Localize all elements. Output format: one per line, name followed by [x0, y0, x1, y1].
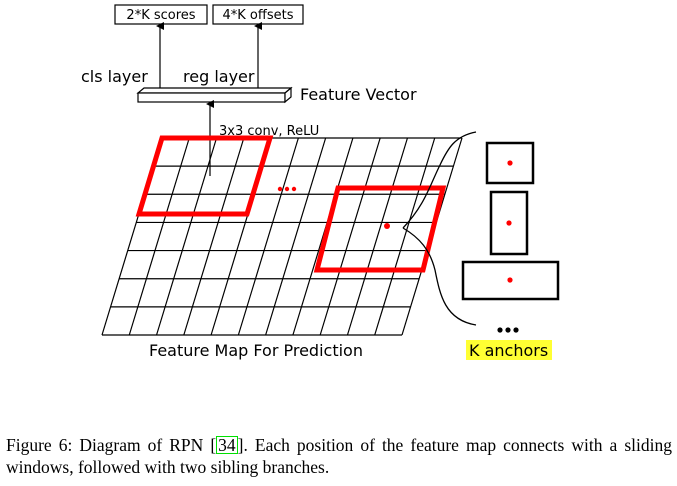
caption-prefix: Figure 6: Diagram of RPN [: [6, 435, 217, 455]
anchor-ellipsis: [497, 327, 519, 333]
citation-link[interactable]: 34: [216, 435, 238, 455]
grid-line-vertical: [237, 137, 299, 336]
scores-label: 2*K scores: [126, 8, 195, 23]
grid-line-vertical: [346, 137, 409, 336]
sliding-window-2: [313, 185, 447, 273]
figure-caption: Figure 6: Diagram of RPN [34]. Each posi…: [6, 434, 672, 478]
anchor-tall: [489, 190, 529, 256]
feature-map-grid: [101, 137, 463, 336]
offsets-box: 4*K offsets: [212, 4, 304, 25]
feature-map-label: Feature Map For Prediction: [149, 341, 363, 360]
grid-line-vertical: [155, 137, 218, 336]
window-center-dot: [384, 223, 390, 229]
anchor-square: [485, 141, 535, 185]
anchor-wide: [461, 260, 560, 301]
cls-layer-label: cls layer: [81, 67, 148, 86]
conv-label: 3x3 conv, ReLU: [219, 124, 319, 139]
connector-top: [402, 131, 477, 229]
anchors-highlight: [466, 340, 552, 360]
reg-layer-label: reg layer: [183, 67, 255, 86]
red-ellipsis: [277, 186, 297, 192]
sliding-window-1: [135, 135, 274, 217]
grid-line-vertical: [128, 137, 190, 336]
anchors-label: K anchors: [469, 341, 548, 360]
feature-vector-label: Feature Vector: [300, 85, 417, 104]
grid-line-vertical: [183, 137, 245, 336]
connector-bottom: [402, 227, 477, 326]
grid-line-vertical: [292, 137, 354, 336]
scores-box: 2*K scores: [114, 4, 208, 25]
grid-line-vertical: [374, 137, 436, 336]
grid-line-vertical: [319, 137, 381, 336]
grid-line-vertical: [265, 137, 327, 336]
caption-suffix: ]. Each position of the feature map conn…: [6, 435, 672, 477]
offsets-label: 4*K offsets: [223, 8, 294, 23]
feature-vector-bar: [136, 86, 293, 104]
rpn-diagram: 2*K scores 4*K offsets cls layer reg lay…: [81, 4, 560, 360]
